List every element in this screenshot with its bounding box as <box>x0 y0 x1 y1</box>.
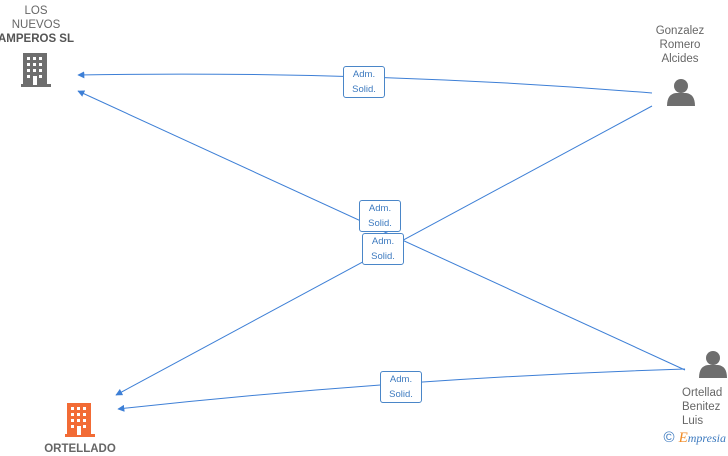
node-label-ortellado-company[interactable]: ORTELLADO <box>44 443 116 455</box>
brand-footer[interactable]: ©Empresia <box>664 429 726 447</box>
person-icon <box>699 351 727 378</box>
node-label-ortellado-person[interactable]: Ortellad Benitez Luis <box>682 387 723 427</box>
person-icon <box>667 79 695 106</box>
brand-name: mpresia <box>687 431 726 445</box>
edge-label-role[interactable]: Adm.Solid. <box>380 371 422 403</box>
edge-label-role[interactable]: Adm.Solid. <box>359 200 401 232</box>
edge-label-role[interactable]: Adm.Solid. <box>343 66 385 98</box>
node-label-gonzalez[interactable]: Gonzalez Romero Alcides <box>655 25 705 65</box>
brand-initial: E <box>678 430 688 446</box>
building-icon <box>21 53 51 87</box>
building-icon-highlighted <box>65 403 95 437</box>
node-label-los-nuevos[interactable]: LOS NUEVOS AMPEROS SL <box>0 5 75 45</box>
copyright-icon: © <box>663 429 675 446</box>
edge-label-role[interactable]: Adm.Solid. <box>362 233 404 265</box>
